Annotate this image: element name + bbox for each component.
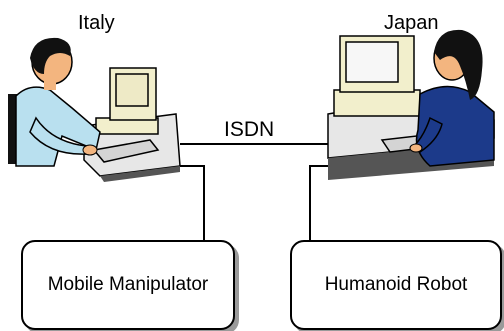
man-at-computer-icon <box>8 37 181 182</box>
mobile-manipulator-label: Mobile Manipulator <box>47 274 209 295</box>
left-drop-line <box>180 165 205 240</box>
site-label-japan: Japan <box>384 12 439 34</box>
humanoid-robot-box: Humanoid Robot <box>290 240 502 330</box>
right-drop-line <box>309 165 330 240</box>
link-label-isdn: ISDN <box>224 118 275 141</box>
mobile-manipulator-box: Mobile Manipulator <box>21 240 235 330</box>
connection-lines <box>180 143 330 240</box>
site-label-italy: Italy <box>78 12 115 34</box>
woman-at-computer-icon <box>327 29 495 180</box>
humanoid-robot-label: Humanoid Robot <box>324 274 468 295</box>
